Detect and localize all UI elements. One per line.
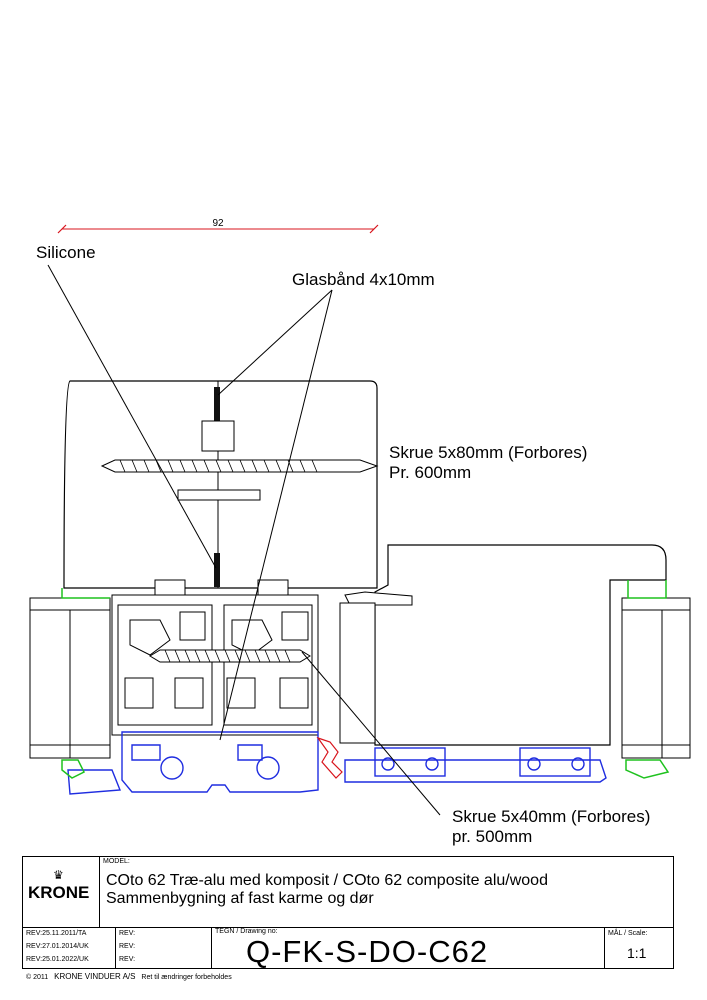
revision-2: REV:27.01.2014/UK — [26, 943, 89, 950]
copyright: © 2011 — [26, 974, 49, 981]
rev-blank-3: REV: — [119, 956, 136, 963]
title-line-2: Sammenbygning af fast karme og dør — [106, 890, 374, 907]
glazing-tape-bottom — [214, 553, 220, 587]
scale-label: MÅL / Scale: — [608, 930, 648, 937]
drawing-no-cell: TEGN / Drawing no: Q-FK-S-DO-C62 — [211, 927, 605, 969]
drawing-no: Q-FK-S-DO-C62 — [246, 934, 489, 969]
screw-5x40 — [149, 649, 311, 663]
revision-blank-cell: REV: REV: REV: — [115, 927, 212, 969]
revision-cell: REV:25.11.2011/TA REV:27.01.2014/UK REV:… — [22, 927, 116, 969]
dimension-value: 92 — [212, 218, 224, 229]
revision-3: REV:25.01.2022/UK — [26, 956, 89, 963]
left-frame — [29, 597, 111, 759]
callout-silicone: Silicone — [36, 243, 96, 262]
crown-icon: ♛ — [53, 868, 64, 882]
right-frame — [621, 597, 691, 759]
footer: © 2011 KRONE VINDUER A/S Ret til ændring… — [26, 972, 232, 981]
gasket-right — [625, 759, 670, 779]
disclaimer: Ret til ændringer forbeholdes — [141, 974, 232, 981]
aluminium-cladding — [67, 731, 607, 795]
gasket-left — [61, 759, 86, 779]
scale-cell: MÅL / Scale: 1:1 — [604, 927, 674, 969]
dimension-92: 92 — [57, 218, 379, 234]
company: KRONE VINDUER A/S — [54, 972, 136, 981]
drawing-no-label: TEGN / Drawing no: — [215, 928, 278, 935]
rev-blank-1: REV: — [119, 930, 136, 937]
weatherstrip-red — [316, 736, 343, 779]
rev-blank-2: REV: — [119, 943, 136, 950]
callout-screw-bottom-1: Skrue 5x40mm (Forbores) — [452, 807, 650, 826]
callout-screw-top-1: Skrue 5x80mm (Forbores) — [389, 443, 587, 462]
logo-cell: ♛ KRONE — [22, 856, 100, 928]
title-line-1: COto 62 Træ-alu med komposit / COto 62 c… — [106, 872, 548, 889]
logo-text: KRONE — [28, 883, 90, 902]
door-leaf — [374, 544, 667, 746]
glazing-tape-top — [214, 387, 220, 421]
screw-5x80 — [100, 459, 379, 473]
scale-value: 1:1 — [627, 945, 647, 961]
composite-profile — [111, 579, 319, 736]
wood-frame-block — [63, 380, 378, 589]
model-cell: MODEL: COto 62 Træ-alu med komposit / CO… — [99, 856, 674, 928]
callout-glazing-tape: Glasbånd 4x10mm — [292, 270, 435, 289]
callout-screw-top-2: Pr. 600mm — [389, 463, 471, 482]
revision-1: REV:25.11.2011/TA — [26, 930, 87, 937]
model-label: MODEL: — [103, 858, 130, 865]
callout-screw-bottom-2: pr. 500mm — [452, 827, 532, 846]
